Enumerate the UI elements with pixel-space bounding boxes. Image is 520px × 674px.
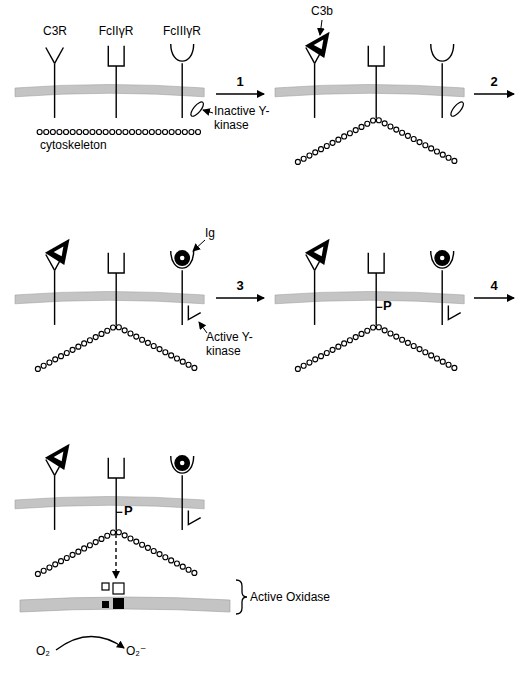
inactive-kinase <box>189 100 206 118</box>
cytoskeleton-chain <box>40 132 200 133</box>
ligand-name: Ig <box>205 226 215 240</box>
fc3-receptor <box>171 456 194 530</box>
c3-receptor <box>306 48 324 118</box>
callout-label: Active Oxidase <box>250 590 330 604</box>
fc2-receptor <box>108 253 124 325</box>
step-number: 1 <box>236 75 243 89</box>
molecule-name: O₂⁻ <box>126 644 146 658</box>
step-arrow <box>216 93 264 95</box>
panel-resting <box>15 44 206 132</box>
membrane <box>275 291 464 303</box>
phosphate-mark: P <box>124 504 133 518</box>
cytoskeleton-chain <box>38 531 196 574</box>
panel-phosphorylated <box>275 239 464 369</box>
phosphate-bond <box>116 512 122 513</box>
c3b-ligand <box>45 444 70 470</box>
oxidase-subunit <box>102 583 109 590</box>
leader-arrow <box>203 110 213 113</box>
c3-receptor <box>46 255 64 325</box>
cytoskeleton-chain <box>38 326 196 369</box>
fc2-receptor <box>108 46 124 118</box>
receptor-name: FcIIγR <box>99 24 134 38</box>
fc2-receptor <box>368 46 384 118</box>
c3b-ligand <box>305 32 330 58</box>
phosphate-bond <box>376 307 382 308</box>
membrane <box>275 84 464 96</box>
c3-receptor <box>46 460 64 530</box>
step-number: 4 <box>490 279 497 293</box>
receptor-name: FcIIIγR <box>163 24 201 38</box>
ig-ligand <box>434 250 450 266</box>
signal-arrow <box>115 534 116 578</box>
membrane <box>15 84 204 96</box>
c3-receptor <box>46 48 64 118</box>
brace <box>236 580 247 614</box>
oxidase-subunit <box>113 598 124 609</box>
panel-ig-bound <box>15 239 204 369</box>
ligand-name: C3b <box>311 4 333 18</box>
inactive-kinase <box>449 100 466 118</box>
callout-label: cytoskeleton <box>40 138 107 152</box>
cytoskeleton-chain <box>298 326 456 369</box>
active-kinase <box>188 511 200 525</box>
callout-label: Inactive Y-kinase <box>214 104 272 132</box>
active-kinase <box>188 306 200 320</box>
leader-arrow <box>193 240 205 251</box>
step-number: 2 <box>490 75 497 89</box>
phosphate-mark: P <box>383 299 392 313</box>
fc3-receptor <box>171 251 194 325</box>
leader-arrow <box>199 322 207 333</box>
fc3-receptor <box>431 44 454 118</box>
ig-ligand <box>174 455 190 471</box>
molecule-name: O₂ <box>36 644 50 658</box>
fc2-receptor <box>368 253 384 325</box>
oxidase-subunit <box>113 583 124 594</box>
membrane <box>20 597 230 612</box>
oxidase-subunit <box>102 601 109 608</box>
c3b-ligand <box>45 239 70 265</box>
c3-receptor <box>306 255 324 325</box>
cytoskeleton-chain <box>298 119 456 162</box>
fc2-receptor <box>108 458 124 530</box>
ig-ligand <box>174 250 190 266</box>
panel-signalling <box>15 444 204 574</box>
active-kinase <box>448 306 460 320</box>
receptor-name: C3R <box>43 24 67 38</box>
leader-arrow <box>320 20 322 35</box>
step-arrow <box>216 297 264 299</box>
callout-label: Active Y-kinase <box>206 330 272 358</box>
fc3-receptor <box>171 44 194 118</box>
step-arrow <box>474 93 514 95</box>
fc3-receptor <box>431 251 454 325</box>
c3b-ligand <box>305 239 330 265</box>
reaction-arrow <box>56 636 124 650</box>
panel-c3b-bound <box>275 32 466 162</box>
step-arrow <box>474 297 514 299</box>
membrane <box>15 291 204 303</box>
step-number: 3 <box>236 279 243 293</box>
membrane <box>15 496 204 508</box>
